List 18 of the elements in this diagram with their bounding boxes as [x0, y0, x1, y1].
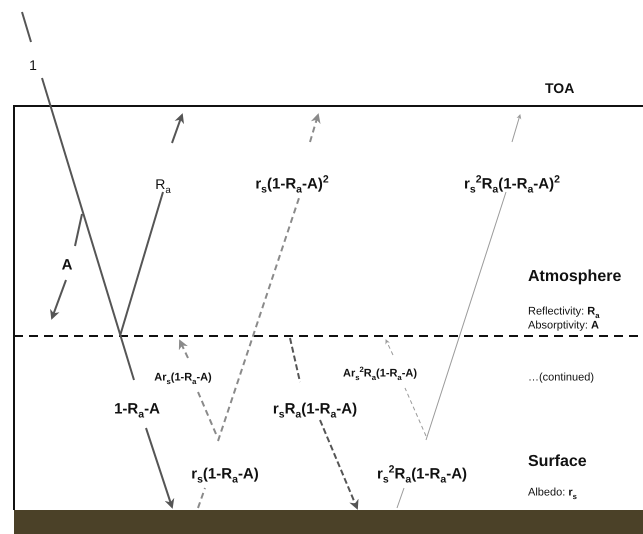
formula-label: 1-R$_{a}$-A [114, 400, 160, 418]
value-label: A [62, 256, 72, 274]
formula-label: r$_{s}$$^{2}$R$_{a}$(1-R$_{a}$-A)$^{2}$ [464, 175, 560, 193]
layer-label: Surface [528, 452, 587, 472]
property-label: Albedo: r$_{s}$ [528, 486, 577, 500]
property-label: Reflectivity: R$_{a}$ [528, 306, 600, 318]
value-label: R$_{a}$ [155, 176, 171, 192]
formula-label: Ar$_{s}$$^{2}$R$_{a}$(1-R$_{a}$-A) [343, 368, 417, 380]
formula-label: r$_{s}$(1-R$_{a}$-A) [191, 465, 259, 483]
layer-label: Atmosphere [528, 268, 622, 286]
formula-label: r$_{s}$$^{2}$R$_{a}$(1-R$_{a}$-A) [376, 465, 468, 483]
value-label: 1 [29, 56, 37, 74]
formula-label: Ar$_{s}$(1-R$_{a}$-A) [154, 372, 212, 384]
boundary-label: TOA [545, 80, 574, 96]
property-label: Absorptivity: A [528, 320, 599, 332]
note-label: …(continued) [528, 372, 594, 384]
formula-label: r$_{s}$R$_{a}$(1-R$_{a}$-A) [272, 400, 358, 418]
formula-label: r$_{s}$(1-R$_{a}$-A)$^{2}$ [255, 175, 329, 193]
